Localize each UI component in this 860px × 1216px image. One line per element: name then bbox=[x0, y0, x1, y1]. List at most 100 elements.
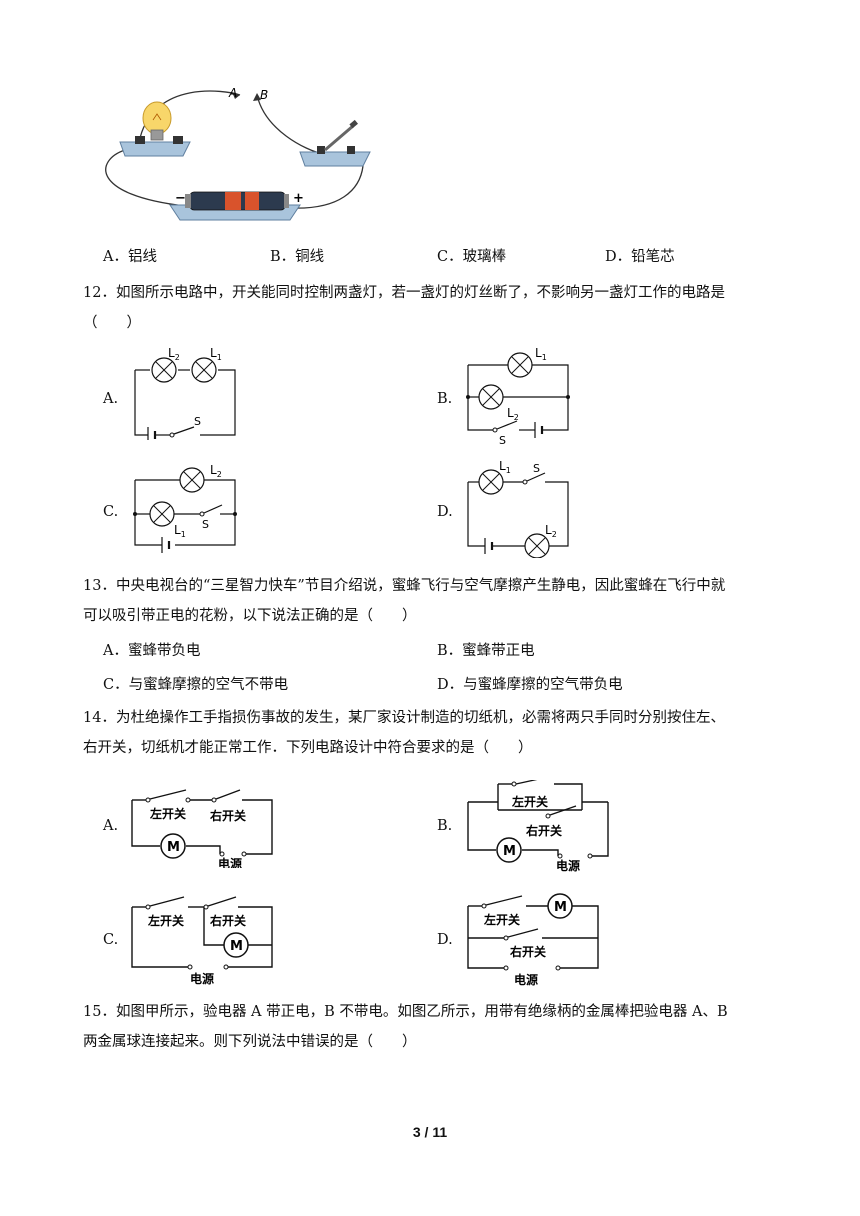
q12-circuit-a[interactable]: L2 L1 S bbox=[130, 345, 245, 440]
option-text: 铜线 bbox=[295, 249, 325, 265]
right-switch-icon bbox=[207, 896, 237, 907]
battery-band-2 bbox=[245, 192, 259, 210]
switch-terminal-right bbox=[347, 146, 355, 154]
lightbulb-icon bbox=[142, 101, 172, 135]
q14-circuit-a[interactable]: M 左开关 右开关 电源 bbox=[128, 788, 278, 868]
arrow-b-icon bbox=[253, 93, 261, 101]
q13-option-b[interactable]: B．蜜蜂带正电 bbox=[437, 641, 535, 661]
q12-circuit-b[interactable]: L1 L2 S bbox=[463, 345, 578, 445]
left-switch-label: 左开关 bbox=[147, 913, 184, 928]
terminal-a-label: A bbox=[228, 86, 237, 100]
option-key: A． bbox=[103, 643, 128, 659]
right-switch-label: 右开关 bbox=[209, 808, 246, 823]
switch-terminal-left bbox=[317, 146, 325, 154]
option-text: 蜜蜂带正电 bbox=[462, 643, 535, 659]
left-switch-icon bbox=[515, 780, 538, 785]
right-switch-icon bbox=[215, 789, 241, 800]
motor-label: M bbox=[503, 844, 516, 859]
lamp-l2-label: L2 bbox=[210, 463, 222, 479]
left-switch-icon bbox=[149, 789, 187, 800]
option-text: 玻璃棒 bbox=[462, 249, 507, 265]
option-text: 与蜜蜂摩擦的空气带负电 bbox=[463, 677, 623, 693]
q13-option-d[interactable]: D．与蜜蜂摩擦的空气带负电 bbox=[437, 675, 623, 695]
q14-circuit-c[interactable]: M 左开关 右开关 电源 bbox=[128, 895, 278, 985]
q12-circuit-d[interactable]: L1 S L2 bbox=[463, 458, 578, 558]
wire-lamp-to-battery bbox=[105, 149, 186, 207]
q14-option-d-label[interactable]: D. bbox=[437, 932, 453, 948]
motor-icon bbox=[223, 932, 249, 958]
switch-icon bbox=[173, 426, 195, 435]
power-label: 电源 bbox=[190, 971, 214, 985]
left-switch-label: 左开关 bbox=[149, 806, 186, 821]
q14-option-b-label[interactable]: B. bbox=[437, 818, 453, 834]
q12-stem: 12．如图所示电路中，开关能同时控制两盏灯，若一盏灯的灯丝断了，不影响另一盏灯工… bbox=[83, 283, 803, 333]
right-switch-label: 右开关 bbox=[209, 913, 246, 928]
switch-base bbox=[299, 151, 371, 167]
q15-stem: 15．如图甲所示，验电器 A 带正电，B 不带电。如图乙所示，用带有绝缘柄的金属… bbox=[83, 1002, 803, 1052]
terminal-b-label: B bbox=[260, 88, 268, 102]
motor-icon bbox=[496, 837, 522, 863]
option-key: D． bbox=[605, 249, 632, 265]
battery-minus-label: − bbox=[175, 191, 186, 206]
q14-option-c-label[interactable]: C. bbox=[103, 932, 119, 948]
circuit-apparatus-figure: A B − + bbox=[105, 86, 371, 221]
left-switch-label: 左开关 bbox=[483, 912, 520, 927]
wire-battery-to-switch bbox=[289, 165, 364, 209]
q12-option-c-label[interactable]: C. bbox=[103, 504, 119, 520]
lamp-l1-label: L1 bbox=[210, 346, 222, 362]
switch-label: S bbox=[202, 518, 209, 531]
switch-label: S bbox=[194, 415, 201, 428]
lamp-base bbox=[119, 141, 191, 157]
lamp-terminal-right bbox=[173, 136, 183, 144]
q12-circuit-c[interactable]: L2 L1 S bbox=[130, 460, 245, 560]
arrow-a-icon bbox=[232, 92, 240, 99]
switch-label: S bbox=[499, 434, 506, 445]
q14-stem-line2: 右开关，切纸机才能正常工作．下列电路设计中符合要求的是（ ） bbox=[83, 740, 533, 756]
q12-stem-line1: 12．如图所示电路中，开关能同时控制两盏灯，若一盏灯的灯丝断了，不影响另一盏灯工… bbox=[83, 285, 725, 301]
lamp-l2-label: L2 bbox=[168, 346, 180, 362]
q12-option-b-label[interactable]: B. bbox=[437, 391, 453, 407]
q11-option-a[interactable]: A．铝线 bbox=[103, 247, 157, 267]
lamp-l2-label: L2 bbox=[545, 523, 557, 539]
battery-plus-label: + bbox=[293, 191, 304, 206]
lamp-terminal-left bbox=[135, 136, 145, 144]
switch-icon bbox=[526, 472, 546, 482]
q13-option-c[interactable]: C．与蜜蜂摩擦的空气不带电 bbox=[103, 675, 288, 695]
q13-stem-line1: 13．中央电视台的“三星智力快车”节目介绍说，蜜蜂飞行与空气摩擦产生静电，因此蜜… bbox=[83, 578, 726, 594]
q11-option-d[interactable]: D．铅笔芯 bbox=[605, 247, 675, 267]
option-text: 蜜蜂带负电 bbox=[127, 643, 201, 659]
q12-stem-line2: （ ） bbox=[83, 315, 141, 331]
q15-stem-line1: 15．如图甲所示，验电器 A 带正电，B 不带电。如图乙所示，用带有绝缘柄的金属… bbox=[83, 1004, 728, 1020]
q11-option-b[interactable]: B．铜线 bbox=[270, 247, 324, 267]
option-text: 铝线 bbox=[127, 249, 157, 265]
option-key: D． bbox=[437, 677, 464, 693]
left-switch-icon bbox=[485, 895, 523, 906]
q12-option-d-label[interactable]: D. bbox=[437, 504, 453, 520]
option-key: B． bbox=[437, 643, 463, 659]
q14-circuit-d[interactable]: M 左开关 右开关 电源 bbox=[464, 892, 614, 987]
switch-label: S bbox=[533, 462, 540, 475]
bulb-socket bbox=[150, 129, 164, 141]
left-switch-label: 左开关 bbox=[511, 794, 548, 809]
motor-label: M bbox=[230, 939, 243, 954]
power-label: 电源 bbox=[514, 972, 538, 987]
q11-option-c[interactable]: C．玻璃棒 bbox=[437, 247, 506, 267]
power-label: 电源 bbox=[218, 856, 242, 868]
option-text: 与蜜蜂摩擦的空气不带电 bbox=[128, 677, 289, 693]
switch-icon bbox=[496, 420, 518, 430]
lamp-l2-label: L2 bbox=[507, 406, 519, 422]
option-key: B． bbox=[270, 249, 296, 265]
battery-band-1 bbox=[225, 192, 241, 210]
wire-b-to-switch bbox=[256, 94, 324, 155]
q14-option-a-label[interactable]: A. bbox=[103, 818, 119, 834]
lamp-l1-label: L1 bbox=[174, 523, 186, 539]
option-key: A． bbox=[103, 249, 128, 265]
q12-option-a-label[interactable]: A. bbox=[103, 391, 119, 407]
lamp-l1-label: L1 bbox=[535, 346, 547, 362]
option-text: 铅笔芯 bbox=[631, 249, 675, 265]
q13-option-a[interactable]: A．蜜蜂带负电 bbox=[103, 641, 200, 661]
option-key: C． bbox=[437, 249, 463, 265]
switch-contact bbox=[169, 432, 175, 438]
switch-icon bbox=[203, 504, 223, 514]
q14-circuit-b[interactable]: M 左开关 右开关 电源 bbox=[464, 780, 614, 875]
